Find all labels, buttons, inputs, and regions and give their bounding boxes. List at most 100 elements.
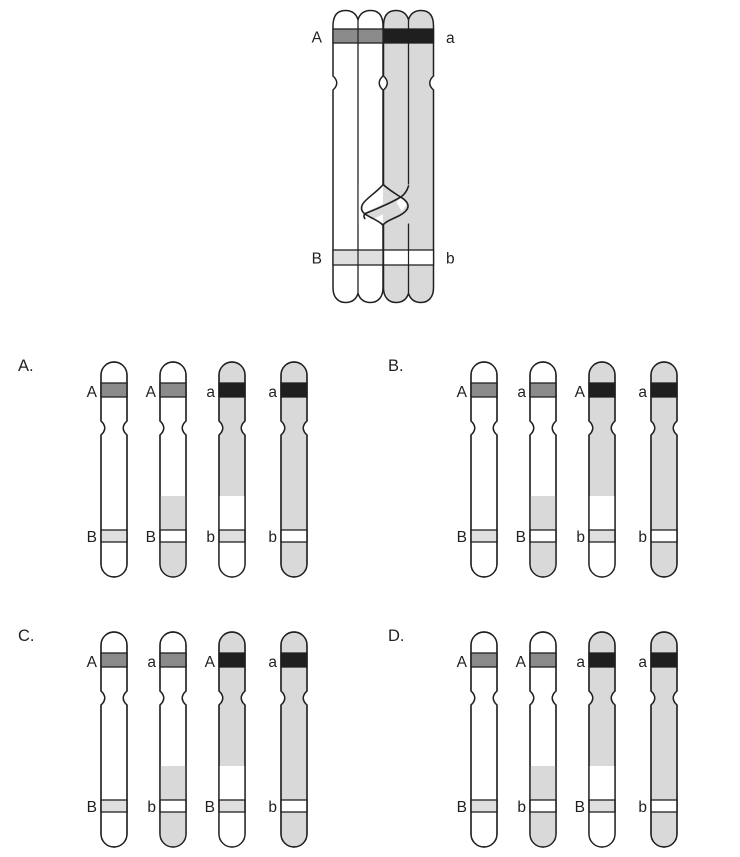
top-allele-label: a [268, 384, 277, 401]
chromatid-outline [218, 631, 246, 848]
bottom-allele-label: B [87, 799, 97, 816]
bottom-allele-label: B [146, 529, 156, 546]
tetrad-label-a: a [446, 30, 455, 47]
top-allele-band [529, 652, 557, 668]
top-allele-label: a [576, 654, 585, 671]
chromatid: aB [516, 361, 557, 578]
bottom-allele-band [588, 799, 616, 813]
bottom-allele-band [280, 529, 308, 543]
chromatid-outline [280, 361, 308, 578]
chromatid-outline [100, 631, 128, 848]
chiasma-white-wedge [396, 197, 408, 212]
bottom-allele-label: B [516, 529, 526, 546]
chromatid: ab [638, 631, 678, 848]
top-allele-label: a [517, 384, 526, 401]
top-allele-label: A [575, 384, 586, 401]
bottom-allele-label: b [517, 799, 526, 816]
chiasma-stroke-diagonal [363, 185, 410, 220]
chromatid: AB [146, 361, 187, 578]
chromatid-outline [529, 631, 557, 848]
top-allele-band [650, 382, 678, 398]
bottom-allele-label: b [638, 529, 647, 546]
bottom-allele-band [100, 529, 128, 543]
chromatid-outline [280, 631, 308, 848]
bottom-allele-band [159, 529, 187, 543]
chromatid: ab [147, 631, 187, 848]
top-allele-band [470, 382, 498, 398]
tetrad-figure: A a B b [312, 9, 455, 304]
bottom-allele-label: b [268, 529, 277, 546]
chromatid-outline [159, 361, 187, 578]
chromatid: Ab [516, 631, 557, 848]
bottom-allele-band [100, 799, 128, 813]
top-allele-band [159, 652, 187, 668]
top-allele-label: a [638, 384, 647, 401]
bottom-allele-band [470, 529, 498, 543]
bottom-allele-label: B [457, 799, 467, 816]
bottom-allele-band [650, 799, 678, 813]
chromatid-outline [470, 631, 498, 848]
chromatid-outline [218, 361, 246, 578]
top-allele-band [100, 382, 128, 398]
chromatid-outline [100, 361, 128, 578]
chromatid: AB [205, 631, 246, 848]
top-allele-band [280, 652, 308, 668]
chromatid: ab [268, 631, 308, 848]
bottom-allele-label: B [87, 529, 97, 546]
top-allele-band [218, 652, 246, 668]
chromatid: aB [575, 631, 616, 848]
chromatid: AB [457, 631, 498, 848]
top-allele-band [588, 652, 616, 668]
option-letter: C. [18, 627, 35, 645]
chiasma-stroke-right-loop [382, 183, 409, 225]
chromatid: ab [206, 361, 246, 578]
chromatid: AB [87, 361, 128, 578]
chromatid: AB [87, 631, 128, 848]
chromatid: AB [457, 361, 498, 578]
bottom-allele-band [218, 529, 246, 543]
chromatid-outline [650, 631, 678, 848]
chiasma-stroke-left-loop [360, 183, 384, 227]
chiasma-gray-strand [364, 196, 408, 220]
chromatid: Ab [575, 361, 616, 578]
chromatid: ab [268, 361, 308, 578]
bottom-allele-label: b [268, 799, 277, 816]
bottom-allele-label: b [147, 799, 156, 816]
top-allele-label: A [516, 654, 527, 671]
bottom-allele-band [588, 529, 616, 543]
bottom-allele-band [218, 799, 246, 813]
top-allele-label: a [147, 654, 156, 671]
chromatid: ab [638, 361, 678, 578]
bottom-allele-band [650, 529, 678, 543]
tetrad-label-b: b [446, 251, 455, 268]
option-letter: B. [388, 357, 404, 375]
bottom-allele-label: b [206, 529, 215, 546]
bottom-allele-band [280, 799, 308, 813]
chromatid-outline [588, 361, 616, 578]
top-allele-band [218, 382, 246, 398]
chromatid-outline [159, 631, 187, 848]
tetrad-label-A: A [312, 30, 323, 47]
top-allele-label: A [146, 384, 157, 401]
band-divider-ticks [357, 29, 410, 265]
top-allele-label: a [206, 384, 215, 401]
chromatid-outline [650, 361, 678, 578]
top-allele-band [280, 382, 308, 398]
chromatid-outline [470, 361, 498, 578]
bottom-allele-band [159, 799, 187, 813]
top-allele-label: A [87, 654, 98, 671]
bottom-allele-label: B [205, 799, 215, 816]
option-letter: A. [18, 357, 34, 375]
top-allele-band [470, 652, 498, 668]
bottom-allele-label: b [576, 529, 585, 546]
bottom-allele-band [529, 799, 557, 813]
chromatid-outline [529, 361, 557, 578]
